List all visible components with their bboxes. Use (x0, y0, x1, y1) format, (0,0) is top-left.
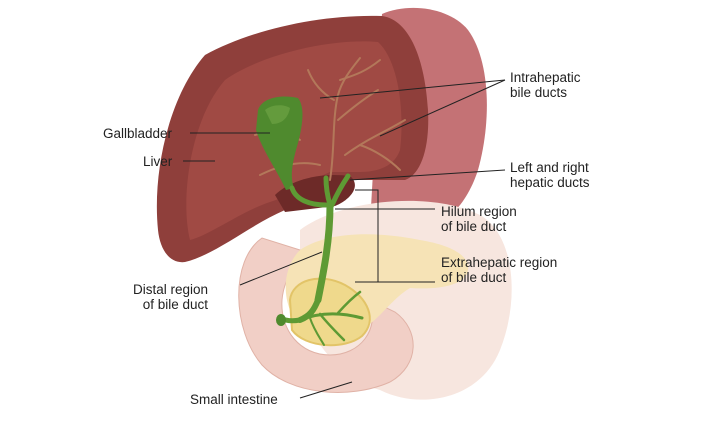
label-extrahepatic-line1: Extrahepatic region (441, 255, 557, 270)
label-hepatic-ducts: Left and right hepatic ducts (510, 160, 590, 190)
label-distal: Distal region of bile duct (133, 282, 208, 312)
label-hepatic-line1: Left and right (510, 160, 590, 175)
label-distal-line1: Distal region (133, 282, 208, 297)
label-extrahepatic: Extrahepatic region of bile duct (441, 255, 557, 285)
label-hilum-line1: Hilum region (441, 204, 517, 219)
label-hilum: Hilum region of bile duct (441, 204, 517, 234)
label-liver: Liver (143, 154, 172, 169)
label-intrahepatic: Intrahepatic bile ducts (510, 70, 581, 100)
label-small-intestine: Small intestine (190, 392, 278, 407)
ampulla (276, 314, 286, 326)
label-hepatic-line2: hepatic ducts (510, 175, 590, 190)
label-intrahepatic-line2: bile ducts (510, 85, 581, 100)
label-gallbladder: Gallbladder (103, 126, 172, 141)
label-hilum-line2: of bile duct (441, 219, 517, 234)
label-distal-line2: of bile duct (133, 297, 208, 312)
label-intrahepatic-line1: Intrahepatic (510, 70, 581, 85)
label-extrahepatic-line2: of bile duct (441, 270, 557, 285)
